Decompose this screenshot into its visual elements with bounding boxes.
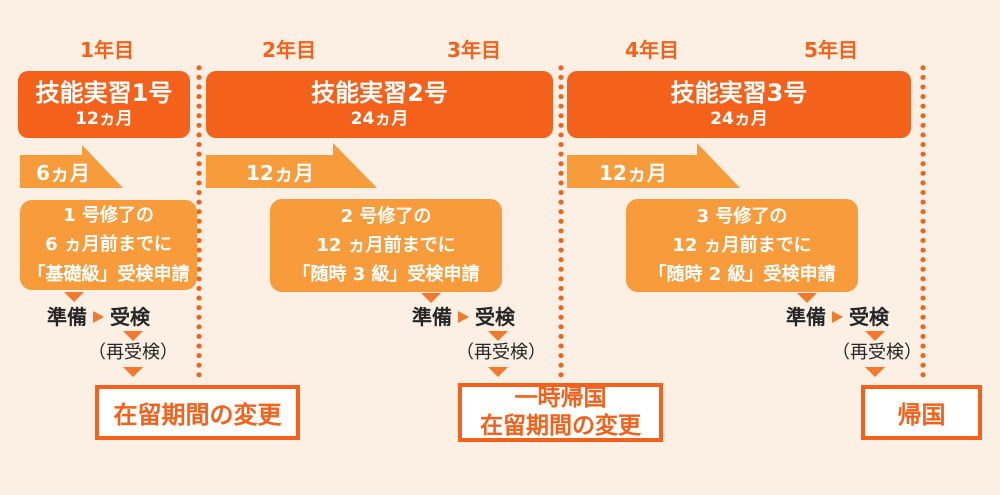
apply-line: 「随時 3 級」受検申請	[292, 264, 480, 286]
apply-line: 6 ヵ月前までに	[45, 234, 172, 256]
retry-label: （再受検）	[832, 342, 922, 363]
dotted-divider-2	[558, 63, 564, 382]
stage-duration-2: 24ヵ月	[350, 109, 409, 130]
prep-exam-row-2: 準備 受検	[412, 306, 515, 328]
result-line: 在留期間の変更	[113, 401, 282, 429]
apply-line: 「基礎級」受検申請	[27, 263, 190, 285]
exam-application-box-2: 2 号修了の 12 ヵ月前までに 「随時 3 級」受検申請	[270, 199, 502, 292]
apply-line: 12 ヵ月前までに	[672, 234, 812, 256]
apply-line: 3 号修了の	[696, 205, 788, 227]
dotted-divider-1	[196, 63, 202, 382]
prep-exam-row-1: 準備 受検	[47, 306, 150, 328]
apply-line: 2 号修了の	[340, 205, 432, 227]
flag-arrow-icon	[206, 143, 377, 188]
arrow-right-icon	[93, 311, 104, 323]
stage-title-2: 技能実習2号	[311, 79, 448, 108]
stage-duration-1: 12ヵ月	[75, 109, 133, 130]
arrow-down-icon	[123, 367, 143, 377]
year-label-4: 4年目	[625, 38, 679, 62]
stage-title-3: 技能実習3号	[670, 79, 808, 108]
year-label-2: 2年目	[262, 38, 316, 62]
stage-duration-3: 24ヵ月	[710, 109, 768, 130]
ribbon-label-1: 6ヵ月	[36, 161, 90, 185]
prep-label: 準備	[412, 305, 452, 329]
exam-label: 受検	[475, 305, 515, 329]
result-box-1: 在留期間の変更	[95, 385, 300, 440]
arrow-down-icon	[421, 293, 441, 303]
arrow-down-icon	[797, 293, 817, 303]
stage-title-1: 技能実習1号	[35, 79, 173, 108]
year-label-1: 1年目	[80, 38, 134, 62]
duration-ribbon-1: 6ヵ月	[20, 145, 124, 188]
arrow-down-icon	[865, 367, 885, 377]
duration-ribbon-2: 12ヵ月	[206, 143, 378, 188]
duration-ribbon-3: 12ヵ月	[567, 143, 741, 188]
apply-line: 12 ヵ月前までに	[316, 234, 456, 256]
exam-application-box-1: 1 号修了の 6 ヵ月前までに 「基礎級」受検申請	[20, 200, 197, 290]
ribbon-label-2: 12ヵ月	[246, 161, 314, 185]
flag-arrow-icon	[567, 143, 740, 188]
arrow-right-icon	[458, 311, 469, 323]
arrow-right-icon	[832, 311, 843, 323]
retry-label: （再受検）	[456, 342, 546, 363]
apply-line: 「随時 2 級」受検申請	[648, 264, 836, 286]
exam-label: 受検	[849, 305, 889, 329]
stage-bar-1: 技能実習1号 12ヵ月	[18, 71, 190, 138]
year-label-3: 3年目	[447, 38, 501, 62]
exam-label: 受検	[110, 305, 150, 329]
arrow-down-icon	[488, 331, 508, 341]
prep-exam-row-3: 準備 受検	[786, 306, 889, 328]
dotted-divider-3	[920, 63, 926, 382]
apply-line: 1 号修了の	[63, 205, 154, 227]
year-label-5: 5年目	[804, 38, 858, 62]
ribbon-label-3: 12ヵ月	[599, 161, 667, 185]
prep-label: 準備	[47, 305, 87, 329]
result-line: 在留期間の変更	[480, 412, 641, 439]
result-box-2: 一時帰国 在留期間の変更	[458, 383, 663, 442]
result-line: 一時帰国	[514, 385, 607, 412]
flag-arrow-icon	[20, 145, 123, 188]
arrow-down-icon	[64, 292, 84, 302]
result-line: 帰国	[897, 401, 946, 429]
result-box-3: 帰国	[861, 385, 982, 440]
arrow-down-icon	[488, 367, 508, 377]
prep-label: 準備	[786, 305, 826, 329]
stage-bar-3: 技能実習3号 24ヵ月	[567, 71, 911, 138]
exam-application-box-3: 3 号修了の 12 ヵ月前までに 「随時 2 級」受検申請	[626, 199, 858, 292]
stage-bar-2: 技能実習2号 24ヵ月	[206, 71, 553, 138]
retry-label: （再受検）	[88, 342, 178, 363]
arrow-down-icon	[865, 331, 885, 341]
arrow-down-icon	[123, 331, 143, 341]
